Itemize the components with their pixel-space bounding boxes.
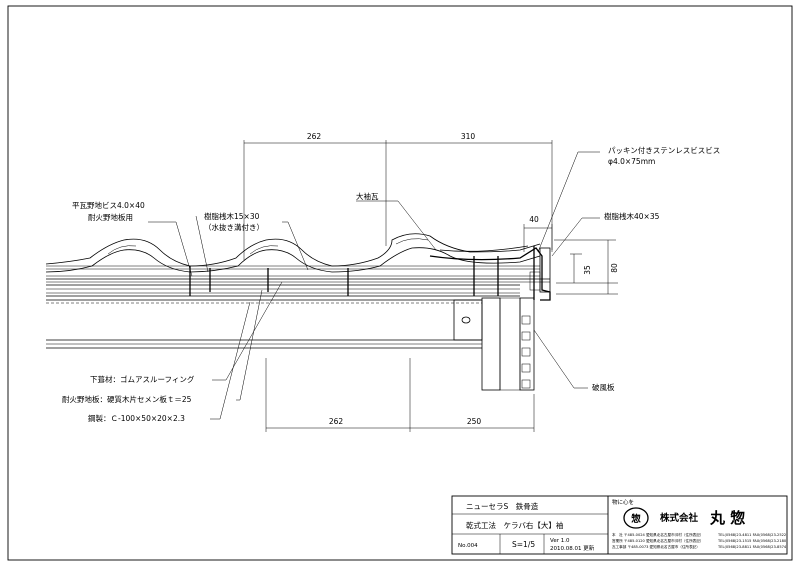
company-logo-icon — [623, 507, 649, 529]
top-dimensions: 262 310 40 — [243, 132, 553, 260]
callout-underlay: 下葺材：ゴムアスルーフィング — [90, 374, 195, 384]
tel-line-2: TEL(0568)23-1515 FAX(0568)23-2180 — [717, 539, 787, 543]
dim-top-right: 310 — [461, 132, 476, 141]
roof-section — [45, 233, 551, 391]
address-line-2: 営業所 〒485-0120 愛知県北名古屋市沖村（住所表記） — [612, 538, 703, 543]
callout-screw-use: 耐火野地板用 — [88, 212, 133, 222]
dim-top-left: 262 — [307, 132, 322, 141]
callout-large-sleeve-tile: 大袖瓦 — [356, 191, 379, 201]
dim-height-35: 35 — [583, 265, 592, 275]
address-line-1: 本 社 〒485-0024 愛知県北名古屋市沖村（住所表記） — [612, 532, 703, 537]
tel-line-1: TEL(0568)23-4811 FAX(0568)23-2522 — [717, 533, 786, 537]
tel-line-3: TEL(0568)23-8811 FAX(0568)23-8574 — [717, 545, 787, 549]
callout-packing-screw: パッキン付きステンレスビスビス — [608, 145, 720, 155]
callout-steel: 鋼製：Ｃ-100×50×20×2.3 — [88, 413, 185, 423]
right-dimensions: 35 80 — [554, 239, 619, 295]
company-type: 株式会社 — [660, 512, 699, 524]
title-version: Ver 1.0 — [550, 538, 570, 544]
callouts: パッキン付きステンレスビスビス φ4.0×75mm 大袖瓦 樹脂桟木40×35 … — [62, 145, 720, 423]
callout-batten-right: 樹脂桟木40×35 — [604, 211, 660, 221]
callout-packing-screw-size: φ4.0×75mm — [608, 157, 655, 166]
callout-barge-board: 破風板 — [592, 382, 615, 392]
dim-bottom-left: 262 — [329, 417, 344, 426]
callout-batten-left: 樹脂桟木15×30 — [204, 211, 260, 221]
title-method: 乾式工法 ケラバ右【大】袖 — [466, 520, 563, 530]
barge-board — [519, 297, 535, 391]
address-line-3: 瓦工事部 〒485-0073 愛知県北名古屋市（住所表記） — [612, 544, 700, 549]
title-scale: S=1/5 — [512, 540, 535, 549]
title-block: ニューセラS 鉄骨造 乾式工法 ケラバ右【大】袖 No.004 S=1/5 Ve… — [451, 495, 788, 555]
callout-screw: 平瓦野地ビス4.0×40 — [72, 200, 145, 210]
title-number: No.004 — [458, 543, 478, 549]
sheet-border — [7, 5, 793, 561]
company-slogan: 物に心を — [612, 498, 634, 506]
dim-bottom-right: 250 — [467, 417, 482, 426]
title-date: 2010.08.01 更新 — [550, 544, 595, 552]
title-product: ニューセラS 鉄骨造 — [466, 501, 539, 511]
bottom-dimensions: 262 250 — [265, 358, 535, 432]
callout-batten-left-note: （水抜き溝付き） — [204, 222, 264, 232]
callout-fire-board: 耐火野地板：硬質木片セメン板ｔ＝25 — [62, 394, 192, 404]
dim-height-80: 80 — [610, 263, 619, 273]
dim-piece-width: 40 — [529, 215, 539, 224]
company-logo: 惣 — [631, 513, 641, 525]
company-name: 丸 惣 — [709, 509, 745, 527]
